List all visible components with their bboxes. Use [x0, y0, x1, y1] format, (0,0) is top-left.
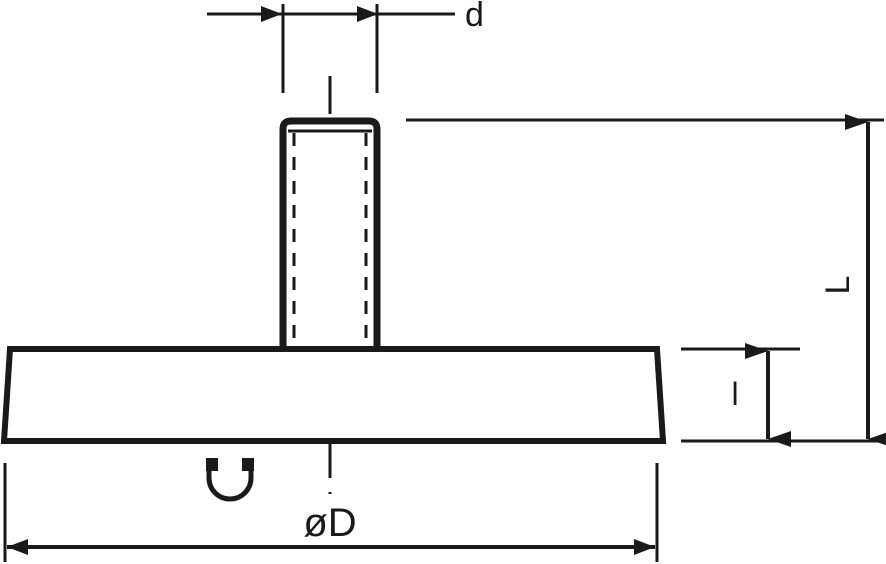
- dimension-label-oD: øD: [303, 501, 356, 545]
- dimension-label-L: L: [819, 276, 857, 295]
- dimension-l-group: l: [681, 343, 800, 447]
- magnet-body: [0, 346, 667, 444]
- magnet-symbol-pole-right: [242, 458, 254, 471]
- horseshoe-magnet-symbol: [206, 458, 254, 502]
- magnet-symbol-pole-left: [206, 458, 218, 471]
- bush-outline: [279, 117, 381, 350]
- magnet-symbol-u-shape: [206, 460, 254, 502]
- dimension-d-group: d: [207, 0, 484, 93]
- dimension-label-d: d: [465, 0, 484, 34]
- threaded-bush: [279, 117, 381, 350]
- dimension-label-l: l: [731, 376, 738, 412]
- dimension-oD-group: øD: [3, 463, 659, 562]
- magnet-body-outline: [0, 346, 667, 444]
